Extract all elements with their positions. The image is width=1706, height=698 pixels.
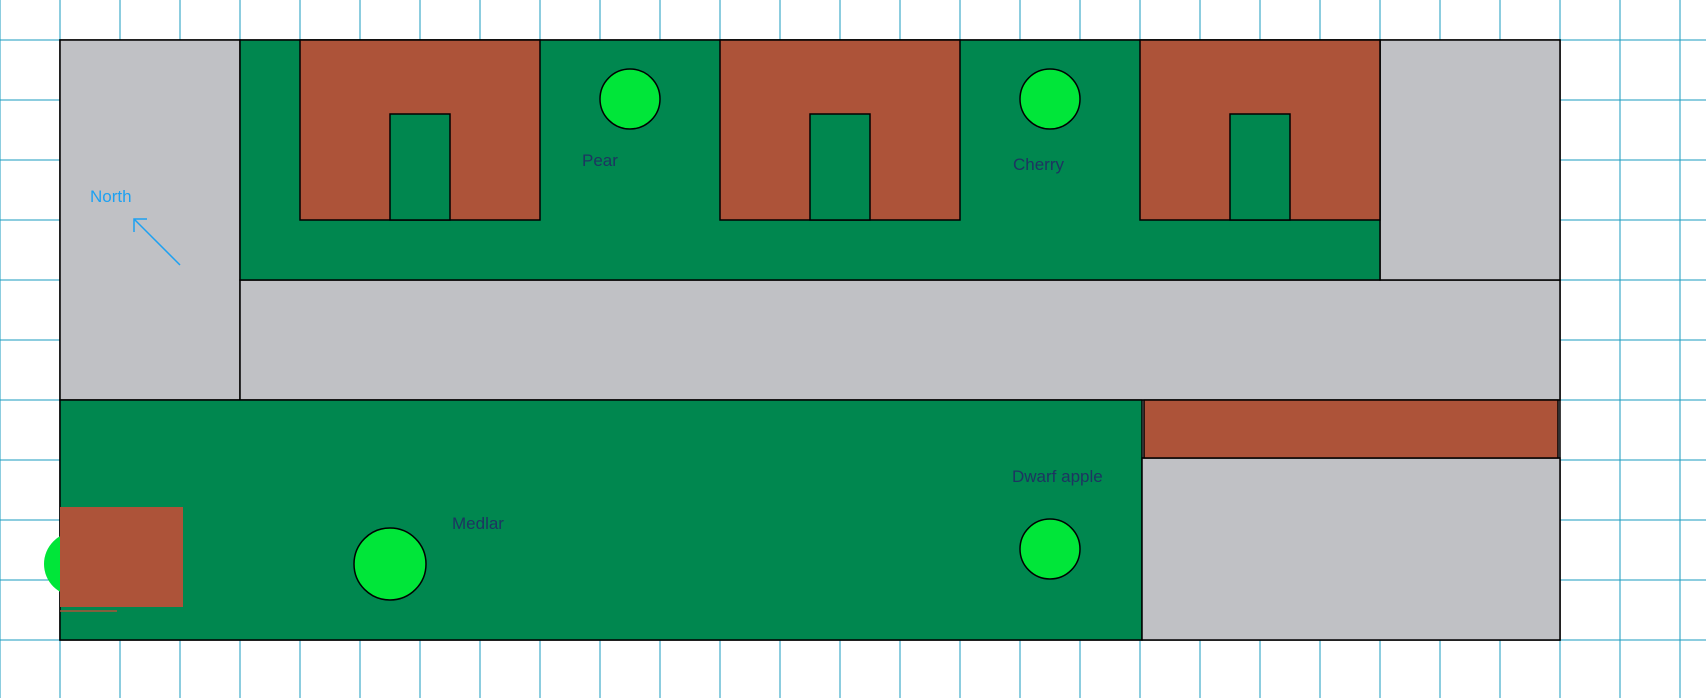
cherry-label: Cherry	[1013, 155, 1065, 174]
north-east-path	[1379, 39, 1561, 281]
medlar-tree	[353, 527, 427, 601]
central-path	[239, 279, 1561, 401]
pear-tree	[599, 68, 661, 130]
dwarf-apple-label: Dwarf apple	[1012, 467, 1103, 486]
south-west-bed	[60, 507, 183, 607]
dwarf-apple-tree	[1019, 518, 1081, 580]
north-label: North	[90, 187, 132, 206]
u-bed-middle	[719, 39, 961, 221]
north-arrow-icon	[133, 218, 181, 266]
south-east-bed	[1143, 399, 1559, 459]
south-east-path	[1141, 457, 1561, 641]
u-bed-west	[299, 39, 541, 221]
medlar-label: Medlar	[452, 514, 504, 533]
pear-label: Pear	[582, 151, 618, 170]
u-bed-east	[1139, 39, 1381, 221]
west-path	[59, 39, 241, 401]
south-lawn	[59, 399, 1143, 641]
cherry-tree	[1019, 68, 1081, 130]
